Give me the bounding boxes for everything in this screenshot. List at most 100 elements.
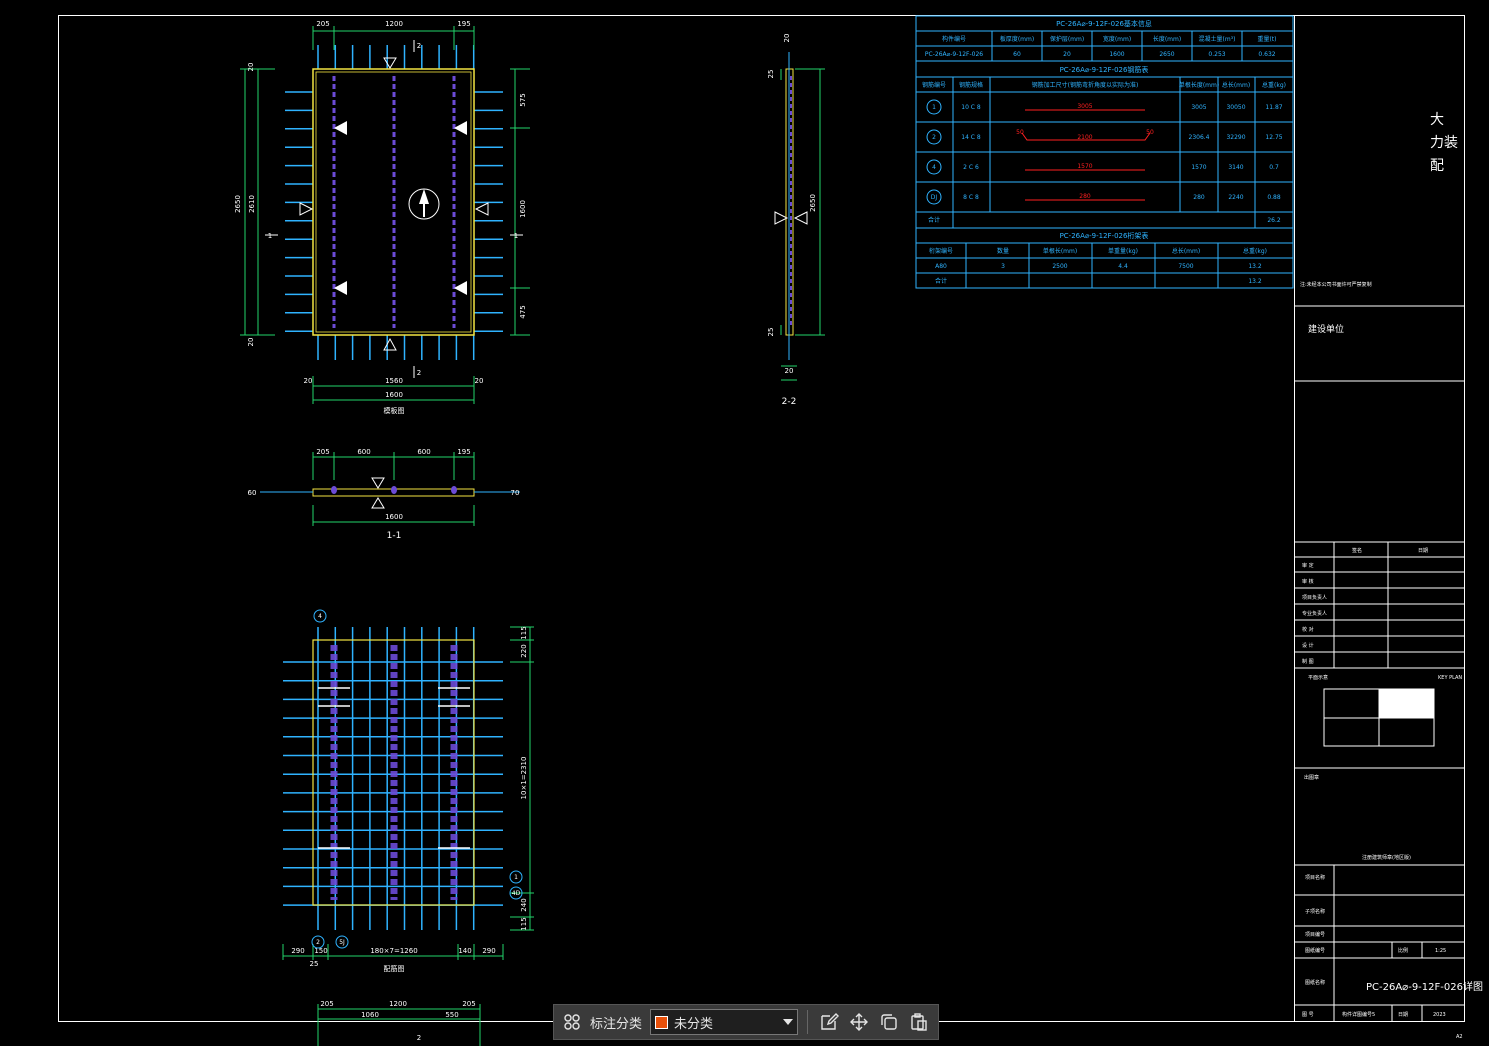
template-plan-view: 205 1200 195 20 1560 20 1600 575 1600 47… bbox=[234, 20, 530, 415]
svg-text:A2: A2 bbox=[1456, 1034, 1463, 1040]
svg-text:4: 4 bbox=[318, 613, 322, 620]
svg-text:1:25: 1:25 bbox=[1435, 948, 1446, 954]
svg-text:195: 195 bbox=[457, 20, 470, 28]
svg-text:合计: 合计 bbox=[928, 216, 940, 224]
svg-text:115: 115 bbox=[520, 626, 528, 639]
svg-text:单根长(mm): 单根长(mm) bbox=[1043, 247, 1077, 255]
svg-text:图 号: 图 号 bbox=[1302, 1012, 1314, 1018]
svg-text:1600: 1600 bbox=[519, 200, 527, 218]
svg-text:3: 3 bbox=[1001, 263, 1005, 270]
svg-text:10×1=2310: 10×1=2310 bbox=[520, 757, 528, 800]
svg-text:2: 2 bbox=[932, 134, 936, 141]
svg-text:20: 20 bbox=[247, 63, 255, 72]
svg-text:50: 50 bbox=[1146, 129, 1154, 136]
svg-text:2: 2 bbox=[417, 1034, 421, 1042]
svg-text:数量: 数量 bbox=[997, 247, 1009, 255]
svg-text:DJ: DJ bbox=[931, 194, 938, 201]
svg-text:钢筋规格: 钢筋规格 bbox=[959, 81, 983, 89]
annotation-category-label: 标注分类 bbox=[590, 1016, 643, 1032]
svg-text:1200: 1200 bbox=[389, 1000, 407, 1008]
svg-text:PC-26A⌀-9-12F-026桁架表: PC-26A⌀-9-12F-026桁架表 bbox=[1060, 231, 1149, 240]
svg-text:平面示意: 平面示意 bbox=[1308, 674, 1328, 681]
svg-text:60: 60 bbox=[1013, 51, 1021, 58]
svg-text:制 图: 制 图 bbox=[1302, 658, 1314, 665]
svg-text:2240: 2240 bbox=[1228, 194, 1243, 201]
svg-text:配: 配 bbox=[1430, 158, 1444, 174]
svg-text:2100: 2100 bbox=[1077, 134, 1092, 141]
svg-text:日期: 日期 bbox=[1398, 1012, 1408, 1018]
svg-text:575: 575 bbox=[519, 93, 527, 106]
toolbar-divider bbox=[807, 1010, 809, 1034]
svg-text:PC-26A⌀-9-12F-026详图: PC-26A⌀-9-12F-026详图 bbox=[1366, 980, 1483, 993]
svg-text:长度(mm): 长度(mm) bbox=[1153, 35, 1181, 43]
svg-text:20: 20 bbox=[304, 377, 313, 385]
svg-text:2650: 2650 bbox=[809, 194, 817, 212]
svg-text:50: 50 bbox=[1016, 129, 1024, 136]
chevron-down-icon bbox=[783, 1015, 794, 1030]
svg-text:设 计: 设 计 bbox=[1302, 642, 1314, 649]
svg-text:2306.4: 2306.4 bbox=[1189, 134, 1210, 141]
svg-text:保护层(mm): 保护层(mm) bbox=[1050, 35, 1084, 43]
svg-text:0.253: 0.253 bbox=[1208, 51, 1225, 58]
svg-text:4.4: 4.4 bbox=[1118, 263, 1128, 270]
rebar-plan-view: 115 220 10×1=2310 240 115 290 150 180×7=… bbox=[282, 609, 534, 973]
svg-text:1: 1 bbox=[268, 232, 272, 240]
paste-icon[interactable] bbox=[907, 1010, 931, 1034]
annotation-category-select[interactable]: 未分类 bbox=[650, 1009, 799, 1035]
svg-text:图纸编号: 图纸编号 bbox=[1305, 947, 1325, 954]
svg-text:280: 280 bbox=[1193, 194, 1205, 201]
grid-icon[interactable] bbox=[560, 1010, 584, 1034]
copy-icon[interactable] bbox=[877, 1010, 901, 1034]
key-plan-highlight bbox=[1379, 689, 1434, 718]
svg-text:13.2: 13.2 bbox=[1248, 278, 1262, 285]
edit-icon[interactable] bbox=[817, 1010, 841, 1034]
svg-text:1: 1 bbox=[514, 232, 518, 240]
svg-text:2-2: 2-2 bbox=[782, 397, 797, 407]
svg-text:240: 240 bbox=[520, 898, 528, 911]
svg-text:2: 2 bbox=[316, 939, 320, 946]
svg-text:子项名称: 子项名称 bbox=[1305, 908, 1325, 915]
info-tables: PC-26A⌀-9-12F-026基本信息 构件编号 板厚度(mm) 保护层(m… bbox=[915, 15, 1294, 289]
svg-text:1: 1 bbox=[932, 104, 936, 111]
svg-text:25: 25 bbox=[767, 70, 775, 79]
svg-text:宽度(mm): 宽度(mm) bbox=[1103, 35, 1131, 43]
svg-text:构件编号: 构件编号 bbox=[942, 35, 966, 43]
svg-text:26.2: 26.2 bbox=[1267, 217, 1281, 224]
svg-text:600: 600 bbox=[357, 448, 370, 456]
svg-text:0.88: 0.88 bbox=[1267, 194, 1281, 201]
svg-text:重量(t): 重量(t) bbox=[1257, 35, 1276, 43]
svg-text:290: 290 bbox=[482, 947, 495, 955]
svg-text:150: 150 bbox=[314, 947, 327, 955]
svg-text:模板图: 模板图 bbox=[384, 406, 405, 415]
svg-text:280: 280 bbox=[1079, 193, 1091, 200]
svg-text:10 C 8: 10 C 8 bbox=[961, 104, 981, 111]
svg-text:25: 25 bbox=[310, 960, 319, 968]
svg-text:2: 2 bbox=[417, 369, 421, 377]
move-icon[interactable] bbox=[847, 1010, 871, 1034]
svg-text:220: 220 bbox=[520, 644, 528, 657]
svg-text:1600: 1600 bbox=[385, 391, 403, 399]
svg-text:205: 205 bbox=[462, 1000, 475, 1008]
svg-text:出图章: 出图章 bbox=[1304, 774, 1319, 781]
svg-text:注册建筑师章(地区版): 注册建筑师章(地区版) bbox=[1362, 854, 1411, 861]
svg-text:混凝土量(m³): 混凝土量(m³) bbox=[1199, 35, 1236, 43]
svg-text:审 定: 审 定 bbox=[1302, 562, 1314, 569]
svg-text:1-1: 1-1 bbox=[387, 531, 402, 541]
svg-text:20: 20 bbox=[475, 377, 484, 385]
svg-text:日期: 日期 bbox=[1418, 548, 1428, 554]
svg-text:1200: 1200 bbox=[385, 20, 403, 28]
svg-text:1: 1 bbox=[514, 874, 518, 881]
svg-text:3005: 3005 bbox=[1191, 104, 1206, 111]
svg-text:4D: 4D bbox=[512, 890, 521, 897]
svg-text:600: 600 bbox=[417, 448, 430, 456]
svg-text:12.75: 12.75 bbox=[1265, 134, 1282, 141]
svg-text:195: 195 bbox=[457, 448, 470, 456]
svg-text:合计: 合计 bbox=[935, 277, 947, 285]
svg-text:0.632: 0.632 bbox=[1258, 51, 1275, 58]
svg-text:比例: 比例 bbox=[1398, 947, 1408, 954]
svg-text:8 C 8: 8 C 8 bbox=[963, 194, 979, 201]
svg-text:5J: 5J bbox=[339, 939, 345, 946]
svg-text:建设单位: 建设单位 bbox=[1308, 323, 1344, 335]
svg-text:注:未经本公司书面许可严禁复制: 注:未经本公司书面许可严禁复制 bbox=[1300, 281, 1372, 288]
